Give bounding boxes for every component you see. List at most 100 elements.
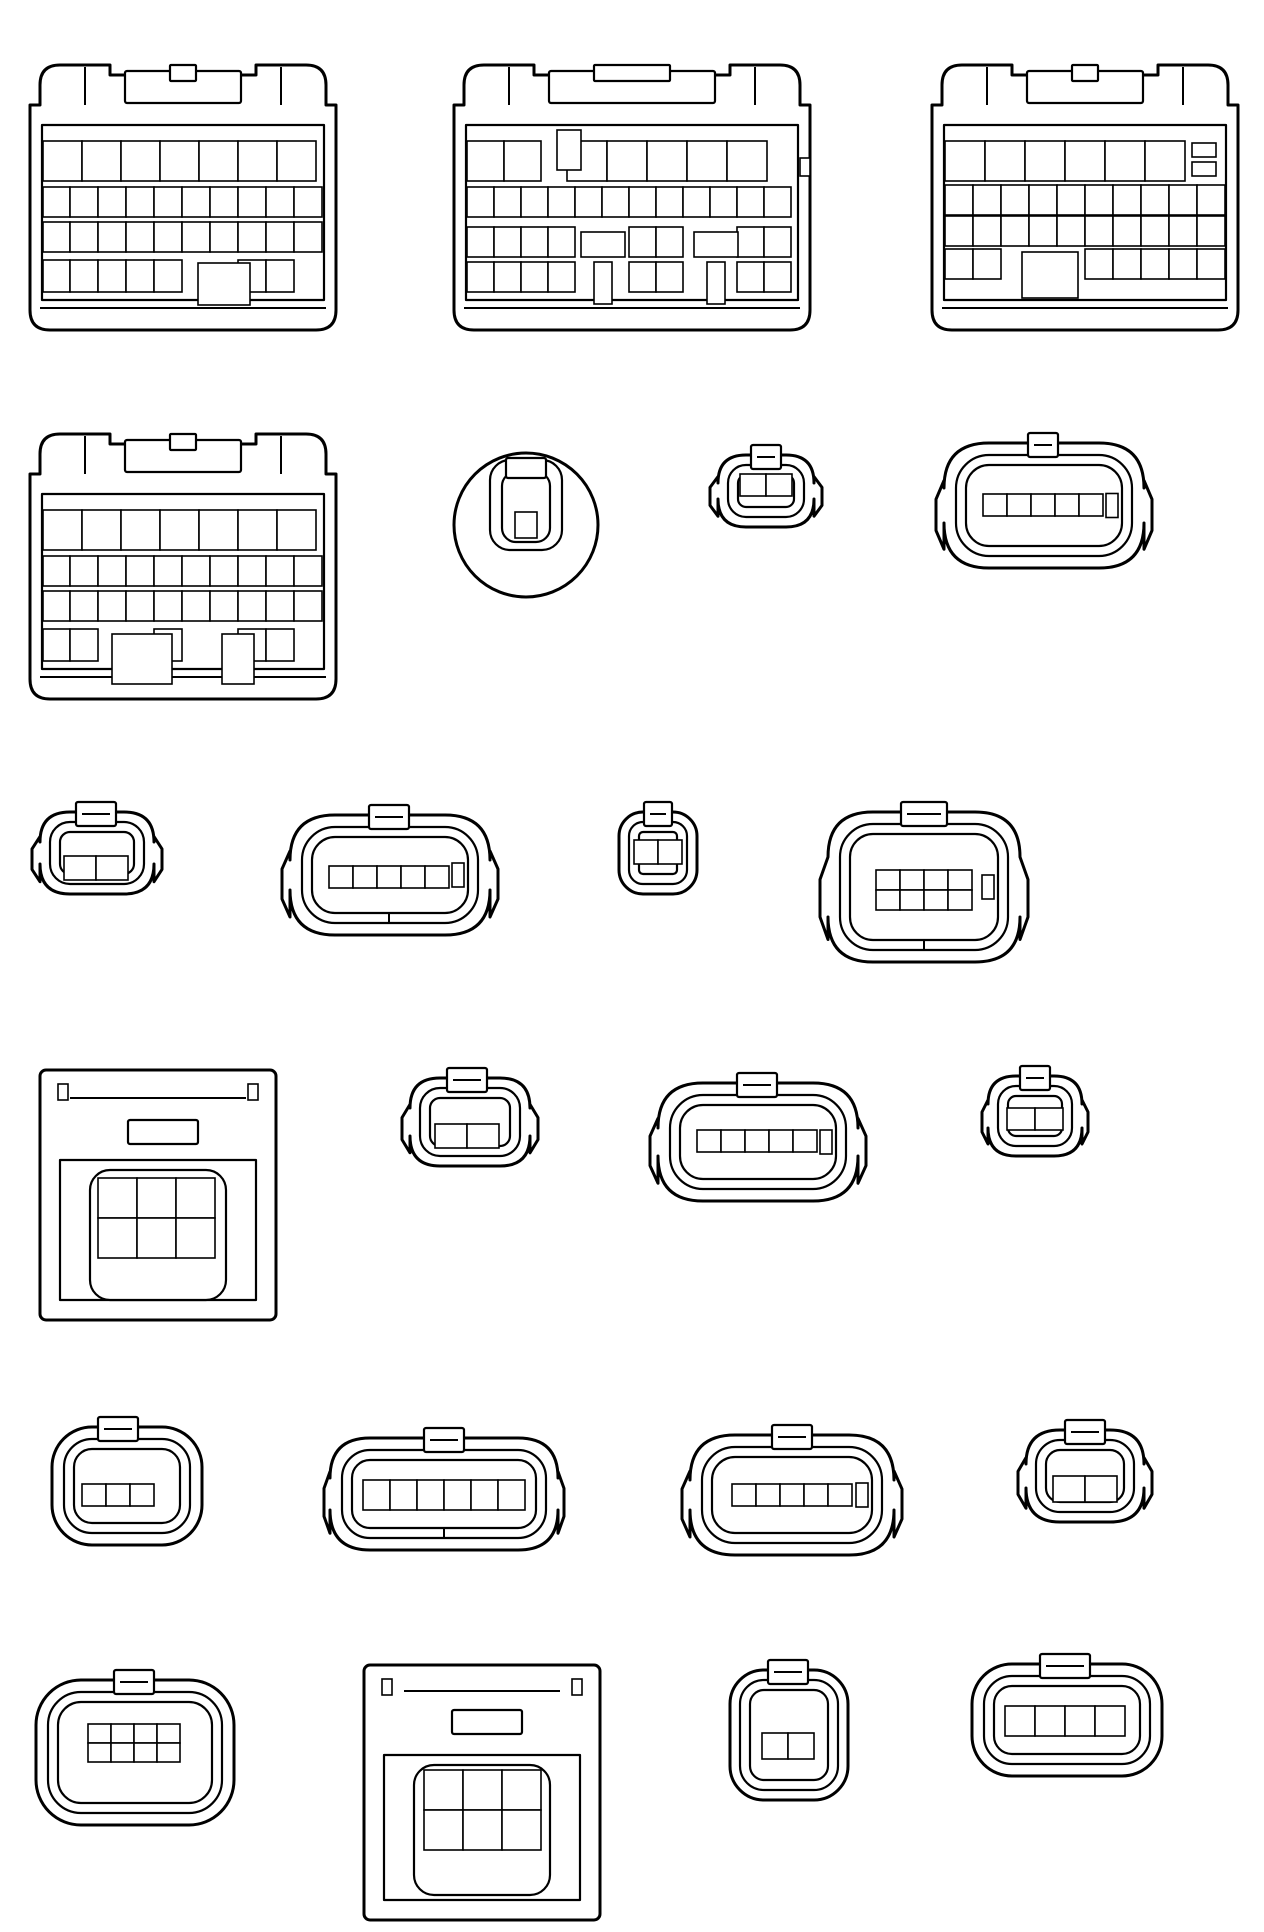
pin-cell [1168, 248, 1198, 280]
side-key [451, 862, 465, 888]
pin-cell [125, 259, 155, 293]
pin-cell [726, 140, 768, 182]
pin-cell [69, 555, 99, 587]
pin-cell [105, 1483, 131, 1507]
connector-e29 [728, 1658, 850, 1802]
pin-cell [633, 839, 659, 865]
pin-cell [520, 226, 549, 258]
pin-cell [198, 140, 239, 182]
pin-cell [434, 1123, 468, 1149]
latch-tab [168, 63, 198, 83]
pin-cell [709, 186, 738, 218]
pin-cell [293, 590, 323, 622]
pin-cell [400, 865, 426, 889]
pin-cell [1064, 1705, 1096, 1737]
pin-cell [628, 186, 657, 218]
connector-e13 [280, 803, 500, 937]
pin-cell [97, 555, 127, 587]
pin-cell [1028, 184, 1058, 216]
pin-cell [768, 1129, 794, 1153]
pin-cell [63, 855, 97, 881]
pin-cell [209, 555, 239, 587]
key-slot [197, 262, 251, 306]
connector-e4 [28, 432, 338, 701]
pin-cell [1000, 215, 1030, 247]
pin-cell [328, 865, 354, 889]
pin-cell [443, 1479, 472, 1511]
pin-cell [153, 221, 183, 253]
connector-e10 [934, 431, 1154, 570]
side-key [855, 1482, 869, 1508]
pin-cell [1140, 248, 1170, 280]
pin-cell [42, 186, 71, 218]
pin-cell [547, 226, 576, 258]
pin-cell [362, 1479, 391, 1511]
pin-cell [153, 590, 183, 622]
pin-cell [181, 186, 211, 218]
side-tab [1191, 161, 1217, 177]
pin-cell [493, 186, 522, 218]
pin-cell [159, 509, 200, 551]
side-key [819, 1129, 833, 1155]
pin-cell [237, 186, 267, 218]
pin-cell [175, 1217, 216, 1259]
pin-cell [497, 1479, 526, 1511]
pin-cell [1064, 140, 1106, 182]
pin-cell [1006, 1107, 1036, 1131]
pin-cell [696, 1129, 722, 1153]
pin-cell [655, 261, 684, 293]
pin-cell [181, 590, 211, 622]
pin-cell [1084, 1475, 1118, 1503]
pin-cell [1168, 215, 1198, 247]
pin-cell [972, 184, 1002, 216]
pin-cell [237, 140, 278, 182]
latch-tab [592, 63, 672, 83]
pin-cell [1054, 493, 1080, 517]
pin-cell [1112, 184, 1142, 216]
pin-cell [1196, 248, 1226, 280]
pin-cell [153, 186, 183, 218]
pin-cell [133, 1723, 158, 1744]
pin-cell [69, 590, 99, 622]
pin-cell [501, 1809, 542, 1851]
pin-cell [761, 1732, 789, 1760]
pin-cell [1112, 215, 1142, 247]
pin-cell [125, 221, 155, 253]
pin-cell [97, 221, 127, 253]
pin-cell [125, 590, 155, 622]
pin-cell [736, 186, 765, 218]
pin-cell [69, 259, 99, 293]
pin-cell [763, 186, 792, 218]
pin-cell [69, 628, 99, 662]
key-slot [111, 633, 173, 685]
pin-cell [1084, 184, 1114, 216]
pin-cell [827, 1483, 853, 1507]
connector-e12 [30, 800, 164, 896]
connector-e16 [38, 1068, 278, 1322]
pin-cell [97, 259, 127, 293]
pin-cell [110, 1723, 135, 1744]
pin-cell [1084, 248, 1114, 280]
pin-cell [803, 1483, 829, 1507]
pin-cell [520, 186, 549, 218]
pin-cell [42, 140, 83, 182]
pin-cell [265, 555, 295, 587]
pin-cell [466, 261, 495, 293]
pin-cell [606, 140, 648, 182]
pin-cell [181, 555, 211, 587]
pin-cell [984, 140, 1026, 182]
pin-cell [81, 1483, 107, 1507]
pin-cell [720, 1129, 746, 1153]
pin-cell [133, 1742, 158, 1763]
pin-cell [1112, 248, 1142, 280]
pin-cell [97, 186, 127, 218]
connector-e3 [930, 63, 1240, 332]
side-tab [799, 157, 811, 177]
side-tab [1191, 142, 1217, 158]
key-slot [1021, 251, 1079, 299]
pin-cell [1196, 215, 1226, 247]
pin-cell [520, 261, 549, 293]
pin-cell [466, 186, 495, 218]
pin-cell [237, 555, 267, 587]
pin-cell [1140, 215, 1170, 247]
